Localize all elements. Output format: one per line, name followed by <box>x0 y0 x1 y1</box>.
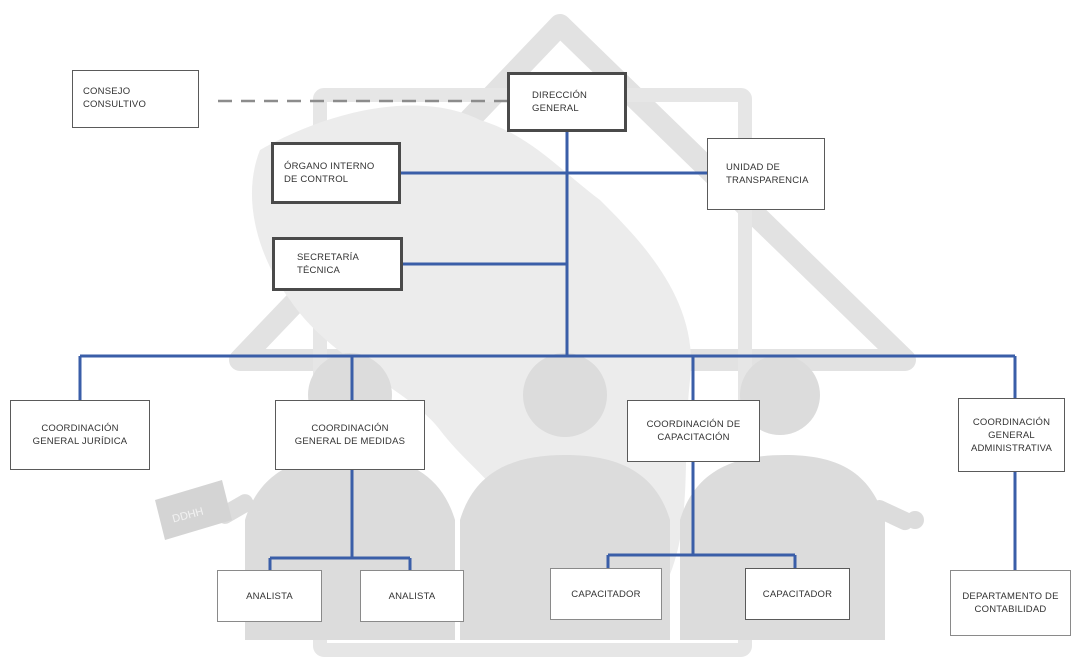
node-label-line: GENERAL <box>988 429 1035 441</box>
node-label-line: CAPACITACIÓN <box>657 432 730 443</box>
node-label-line: GENERAL JURÍDICA <box>32 436 128 447</box>
node-label-line: UNIDAD DE <box>726 162 781 173</box>
node-capacitador-2: CAPACITADOR <box>745 568 850 620</box>
node-label-line: SECRETARÍA <box>297 252 360 263</box>
node-label-line: CONTABILIDAD <box>974 604 1047 615</box>
node-coordinacion-de-capacitacion: COORDINACIÓN DE CAPACITACIÓN <box>627 400 760 462</box>
node-label-line: COORDINACIÓN <box>972 416 1051 428</box>
node-coordinacion-general-de-medidas: COORDINACIÓN GENERAL DE MEDIDAS <box>275 400 425 470</box>
watermark-arm-right <box>870 500 914 531</box>
node-label-line: CAPACITADOR <box>762 588 833 600</box>
node-secretaria-tecnica: SECRETARÍA TÉCNICA <box>272 237 403 291</box>
node-coordinacion-general-juridica: COORDINACIÓN GENERAL JURÍDICA <box>10 400 150 470</box>
node-label-line: DEPARTAMENTO DE <box>962 591 1059 602</box>
node-label-line: ANALISTA <box>246 590 293 602</box>
watermark-flag <box>155 480 232 540</box>
node-coordinacion-general-administrativa: COORDINACIÓN GENERAL ADMINISTRATIVA <box>958 398 1065 472</box>
watermark-person-head-2 <box>523 353 607 437</box>
node-label-line: ANALISTA <box>388 590 436 602</box>
node-analista-1: ANALISTA <box>217 570 322 622</box>
node-label-line: DIRECCIÓN <box>532 90 588 101</box>
node-label-line: TÉCNICA <box>297 265 341 276</box>
node-label-line: COORDINACIÓN <box>41 423 119 434</box>
watermark-person-head-3 <box>740 355 820 435</box>
node-label-line: GENERAL DE MEDIDAS <box>294 436 406 447</box>
node-organo-interno-de-control: ÓRGANO INTERNO DE CONTROL <box>271 142 401 204</box>
node-label-line: GENERAL <box>532 103 579 114</box>
watermark-microphone <box>906 511 924 529</box>
node-label-line: COORDINACIÓN DE <box>646 419 741 430</box>
node-capacitador-1: CAPACITADOR <box>550 568 662 620</box>
node-label-line: TRANSPARENCIA <box>726 175 809 186</box>
node-consejo-consultivo: CONSEJO CONSULTIVO <box>72 70 199 128</box>
node-label-line: ÓRGANO INTERNO <box>284 161 375 172</box>
node-label-line: DE CONTROL <box>284 174 349 185</box>
node-label-line: CONSEJO <box>83 86 131 97</box>
node-analista-2: ANALISTA <box>360 570 464 622</box>
node-label-line: COORDINACIÓN <box>311 423 389 434</box>
node-unidad-de-transparencia: UNIDAD DE TRANSPARENCIA <box>707 138 825 210</box>
node-label-line: CONSULTIVO <box>83 99 147 110</box>
node-direccion-general: DIRECCIÓN GENERAL <box>507 72 627 132</box>
node-departamento-de-contabilidad: DEPARTAMENTO DE CONTABILIDAD <box>950 570 1071 636</box>
node-label-line: CAPACITADOR <box>571 588 641 600</box>
node-label-line: ADMINISTRATIVA <box>970 442 1053 454</box>
